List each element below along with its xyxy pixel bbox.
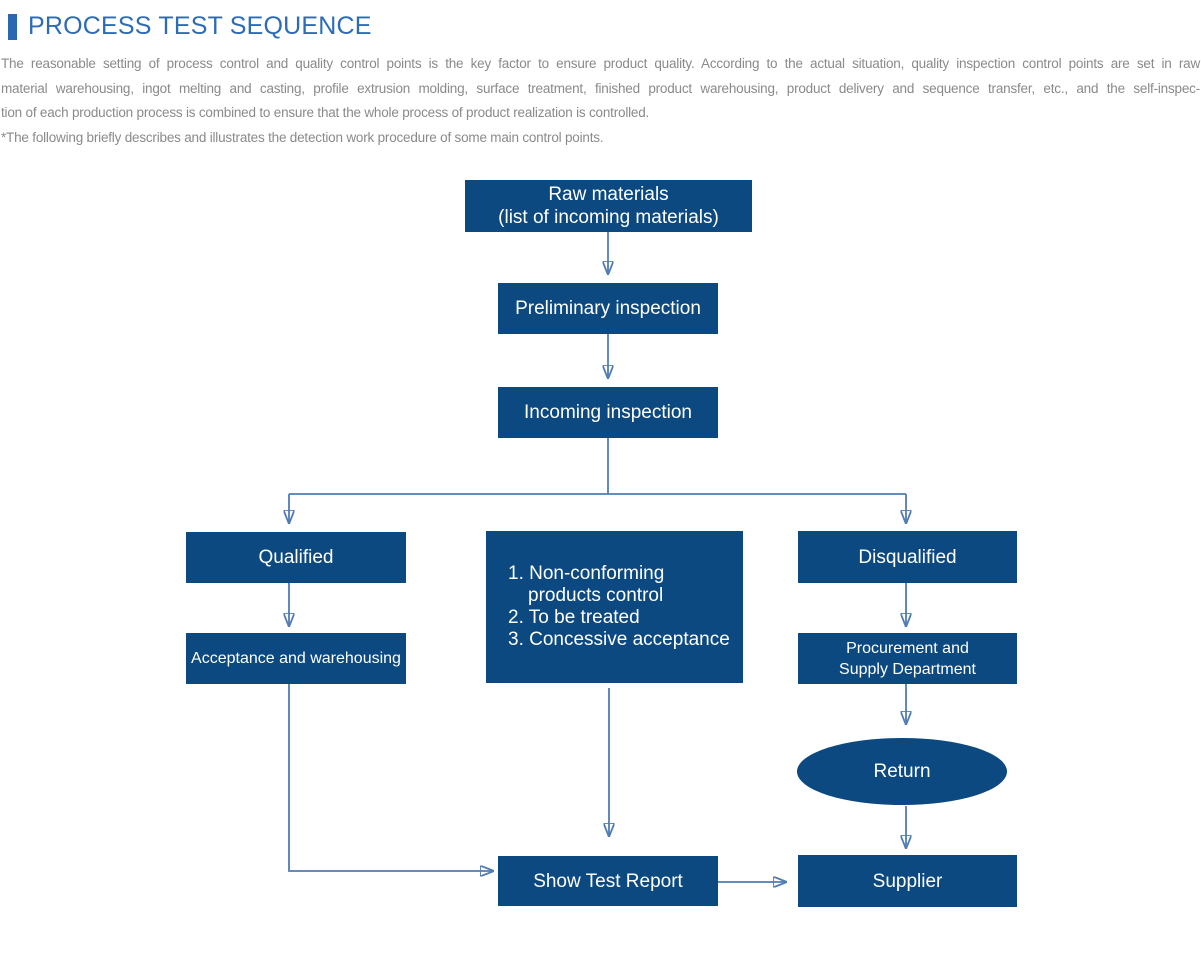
intro-line: tion of each production process is combi…	[1, 105, 650, 120]
intro-line: material warehousing, ingot melting and …	[1, 80, 1200, 96]
node-label: Disqualified	[858, 546, 957, 568]
node-disqualified: Disqualified	[798, 531, 1017, 583]
node-list-line: 2. To be treated	[508, 607, 640, 628]
intro-line: *The following briefly describes and ill…	[1, 129, 604, 145]
node-label: Qualified	[258, 547, 334, 568]
node-label: Procurement and	[846, 639, 969, 657]
node-label: Preliminary inspection	[515, 298, 701, 319]
page-title: PROCESS TEST SEQUENCE	[28, 12, 372, 40]
title-accent-bar	[8, 14, 17, 40]
node-qualified: Qualified	[186, 532, 406, 583]
node-list-line: 3. Concessive acceptance	[508, 629, 730, 650]
node-list-line: 1. Non-conforming	[508, 563, 665, 584]
connector-acceptance-to-showreport-arrow	[288, 684, 494, 871]
node-label: (list of incoming materials)	[498, 207, 719, 228]
node-label: Show Test Report	[533, 870, 683, 892]
node-label: Acceptance and warehousing	[191, 650, 401, 667]
node-supplier: Supplier	[798, 855, 1017, 907]
node-raw-materials: Raw materials (list of incoming material…	[465, 180, 752, 232]
node-label: Incoming inspection	[524, 402, 692, 423]
node-acceptance-warehousing: Acceptance and warehousing	[186, 633, 406, 684]
node-list-line: products control	[528, 585, 664, 606]
node-nonconforming-control: 1. Non-conforming products control 2. To…	[486, 531, 743, 683]
node-label: Supply Department	[839, 660, 976, 678]
intro-line: The reasonable setting of process contro…	[1, 56, 1200, 71]
node-incoming-inspection: Incoming inspection	[498, 387, 718, 438]
node-preliminary-inspection: Preliminary inspection	[498, 283, 718, 334]
node-procurement-supply: Procurement and Supply Department	[798, 633, 1017, 684]
intro-paragraph: The reasonable setting of process contro…	[1, 52, 1200, 150]
node-return: Return	[797, 738, 1007, 805]
node-label: Return	[873, 761, 931, 782]
node-show-test-report: Show Test Report	[498, 856, 718, 906]
node-label: Supplier	[872, 870, 943, 892]
node-label: Raw materials	[548, 184, 669, 205]
